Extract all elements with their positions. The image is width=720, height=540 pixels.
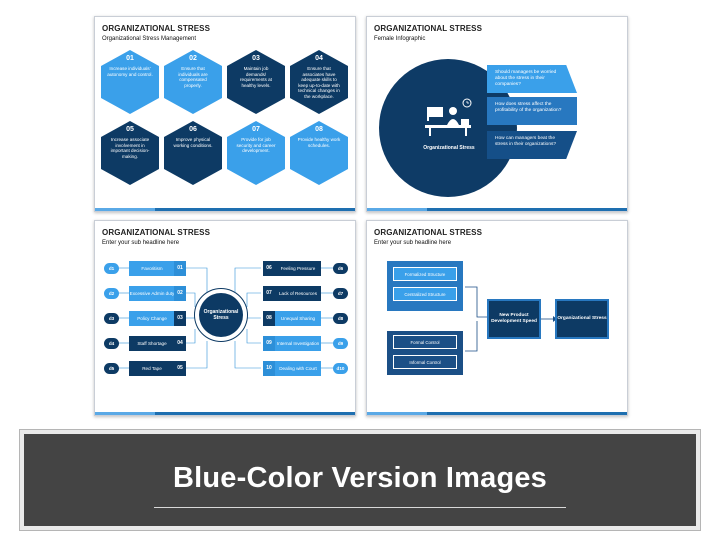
slide-footer-bar [95,208,355,211]
circle-label: Organizational Stress [423,145,475,151]
version-banner: Blue-Color Version Images [19,429,701,531]
d-marker-5: d5 [104,363,119,374]
slide-subtitle: Enter your sub headline here [102,240,180,246]
hex-item-07: 07 Provide for job security and career d… [227,121,285,185]
hex-number: 08 [315,126,323,133]
d-marker-6: d6 [333,263,348,274]
slide-thumbnail-stress-factors[interactable]: ORGANIZATIONAL STRESS Enter your sub hea… [94,220,356,416]
hex-text: Ensure that individuals are compensated … [178,66,208,88]
factor-number-3: 03 [174,311,186,326]
connector-lines [117,267,333,369]
hex-text: Increase associate involvement in import… [110,137,150,159]
slide-title: ORGANIZATIONAL STRESS [102,228,211,237]
d-marker-2: d2 [104,288,119,299]
hex-text: Provide healthy work schedules. [297,137,341,148]
factor-label-3: Policy Change [129,311,175,326]
slide-thumbnail-management[interactable]: ORGANIZATIONAL STRESS Organizational Str… [94,16,356,212]
factor-label-7: Lack of Resources [275,286,321,301]
informal-control-box: Informal Control [393,355,457,369]
slide-footer-bar [367,412,627,415]
d-marker-9: d9 [333,338,348,349]
factor-label-2: Excessive Admin duty [129,286,175,301]
slide-footer-bar [367,208,627,211]
hex-number: 03 [252,55,260,62]
middle-box: New Product Development Speed [487,299,541,339]
hex-number: 02 [189,55,197,62]
factor-label-8: Unequal Sharing [275,311,321,326]
factor-number-6: 06 [263,261,275,276]
slide-subtitle: Female Infographic [374,36,426,42]
hex-text: Provide for job security and career deve… [236,137,276,154]
formalized-structure-box: Formalized Structure [393,267,457,281]
hex-item-01: 01 Increase individuals' autonomy and co… [101,50,159,114]
hex-text: Increase individuals' autonomy and contr… [107,66,153,77]
hex-number: 06 [189,126,197,133]
factor-label-9: Internal Investigation [275,336,321,351]
hex-item-03: 03 Maintain job demands/ requirements at… [227,50,285,114]
factor-label-4: Staff Shortage [129,336,175,351]
question-box-1: Should managers be worried about the str… [487,65,577,93]
slide-thumbnail-female-infographic[interactable]: ORGANIZATIONAL STRESS Female Infographic… [366,16,628,212]
question-box-2: How does stress affect the profitability… [487,97,577,125]
centralized-structure-box: Centralized Structure [393,287,457,301]
flow-connectors [465,286,557,352]
factor-label-5: Red Tape [129,361,175,376]
d-marker-1: d1 [104,263,119,274]
factor-number-1: 01 [174,261,186,276]
slide-footer-bar [95,412,355,415]
factor-number-5: 05 [174,361,186,376]
d-marker-7: d7 [333,288,348,299]
hex-item-08: 08 Provide healthy work schedules. [290,121,348,185]
hex-number: 07 [252,126,260,133]
hex-item-05: 05 Increase associate involvement in imp… [101,121,159,185]
formal-control-box: Formal Control [393,335,457,349]
factor-label-6: Feeling Pressure [275,261,321,276]
d-marker-4: d4 [104,338,119,349]
factor-label-1: Favoritism [129,261,175,276]
d-marker-3: d3 [104,313,119,324]
slide-title: ORGANIZATIONAL STRESS [102,24,211,33]
slide-subtitle: Organizational Stress Management [102,36,197,42]
d-marker-8: d8 [333,313,348,324]
factor-number-2: 02 [174,286,186,301]
factor-number-8: 08 [263,311,275,326]
factor-number-9: 09 [263,336,275,351]
slide-title: ORGANIZATIONAL STRESS [374,228,483,237]
hex-text: Ensure that associates have adequate ski… [298,66,340,99]
end-box: Organizational Stress [555,299,609,339]
factor-number-7: 07 [263,286,275,301]
slide-thumbnail-flow[interactable]: ORGANIZATIONAL STRESS Enter your sub hea… [366,220,628,416]
hex-number: 01 [126,55,134,62]
hex-text: Maintain job demands/ requirements at he… [240,66,272,88]
hex-number: 04 [315,55,323,62]
hex-number: 05 [126,126,134,133]
centre-circle: Organizational Stress [199,293,243,337]
hex-item-02: 02 Ensure that individuals are compensat… [164,50,222,114]
slide-title: ORGANIZATIONAL STRESS [374,24,483,33]
hex-item-04: 04 Ensure that associates have adequate … [290,50,348,114]
factor-label-10: Dealing with Court [275,361,321,376]
factor-number-4: 04 [174,336,186,351]
factor-number-10: 10 [263,361,275,376]
question-box-3: How can managers beat the stress in thei… [487,131,577,159]
hex-text: Improve physical working conditions. [173,137,213,148]
hex-item-06: 06 Improve physical working conditions. [164,121,222,185]
woman-at-desk-icon [425,98,472,136]
slide-subtitle: Enter your sub headline here [374,240,452,246]
banner-divider [154,507,566,508]
banner-title: Blue-Color Version Images [172,462,548,494]
d-marker-10: d10 [333,363,348,374]
